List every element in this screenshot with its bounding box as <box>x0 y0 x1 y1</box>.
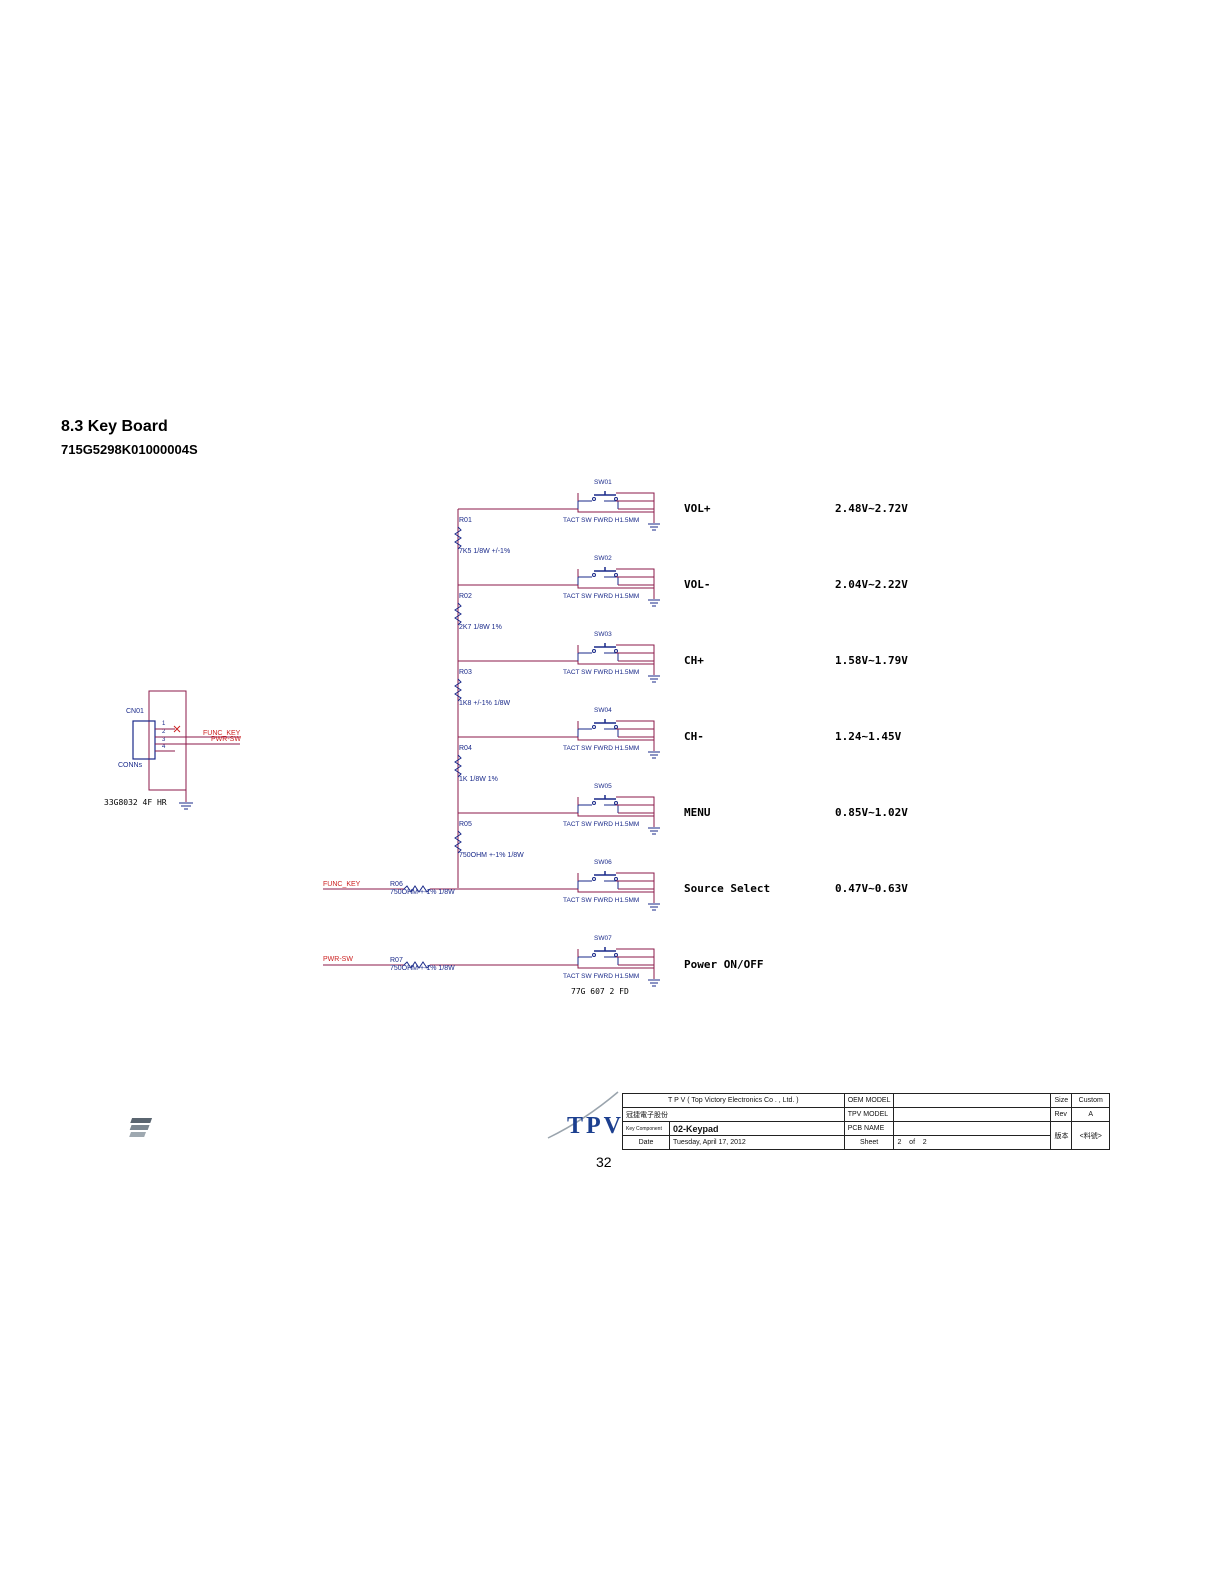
key-voltage: 0.47V~0.63V <box>835 882 908 895</box>
input-net-label-func-key: FUNC_KEY <box>323 881 361 888</box>
tb-key-component: Key Component <box>622 1121 670 1136</box>
switch-ref: SW05 <box>594 783 612 790</box>
part-number: 715G5298K01000004S <box>61 442 198 457</box>
tb-sheet-total: 2 <box>922 1139 927 1146</box>
resistor-ref: R04 <box>459 745 472 752</box>
input-res-value-r06: 750OHM +-1% 1/8W <box>390 889 455 896</box>
tb-size-label: Size <box>1050 1093 1073 1108</box>
resistor-ref: R02 <box>459 593 472 600</box>
key-voltage: 2.04V~2.22V <box>835 578 908 591</box>
key-label: VOL- <box>684 578 711 591</box>
input-net-pwr-sw: PWR-SW R07 750OHM +-1% 1/8W <box>323 956 578 972</box>
connector-ref: CN01 <box>126 708 144 715</box>
connector-cn01: CN01 CONNs 33G8032 4F HR 1 2 3 4 FUNC_KE… <box>104 690 241 810</box>
switch-ref: SW04 <box>594 707 612 714</box>
key-label: CH+ <box>684 654 704 667</box>
resistor-value: 1K 1/8W 1% <box>459 776 498 783</box>
key-voltage: 2.48V~2.72V <box>835 502 908 515</box>
resistor-value: 2K7 1/8W 1% <box>459 624 502 631</box>
key-label: VOL+ <box>684 502 711 515</box>
key-voltage: 1.58V~1.79V <box>835 654 908 667</box>
connector-net-pwr-sw: PWR-SW <box>211 736 241 743</box>
switch-type: TACT SW FWRD H1.5MM <box>563 897 639 904</box>
switch-type: TACT SW FWRD H1.5MM <box>563 517 639 524</box>
tb-pcb-name: 02-Keypad <box>669 1121 845 1136</box>
tb-pcb-name-label: PCB NAME <box>843 1121 895 1136</box>
input-net-func-key: FUNC_KEY R06 750OHM +-1% 1/8W <box>323 881 458 896</box>
connector-type: CONNs <box>118 762 143 769</box>
resistor-value: 1K8 +/-1% 1/8W <box>459 700 511 707</box>
pin-4: 4 <box>162 744 166 750</box>
input-res-value-r07: 750OHM +-1% 1/8W <box>390 965 455 972</box>
tb-size-value: Custom <box>1071 1093 1110 1108</box>
tb-date-label: Date <box>622 1135 670 1150</box>
tpv-logo: TPV <box>129 1091 624 1139</box>
tb-sheet-num: 2 <box>897 1139 902 1146</box>
key-label: Power ON/OFF <box>684 958 763 971</box>
resistor-ref: R01 <box>459 517 472 524</box>
tb-rev-value: A <box>1071 1107 1110 1122</box>
input-res-ref-r06: R06 <box>390 881 403 888</box>
resistor-value: 7K5 1/8W +/-1% <box>459 548 510 555</box>
tb-version-value: <料號> <box>1071 1121 1110 1150</box>
resistor-value: 750OHM +-1% 1/8W <box>459 852 524 859</box>
tb-rev-label: Rev <box>1050 1107 1073 1122</box>
switch-type: TACT SW FWRD H1.5MM <box>563 821 639 828</box>
tb-oem-model-label: OEM MODEL <box>843 1093 895 1108</box>
switch-ref: SW06 <box>594 859 612 866</box>
switch-type: TACT SW FWRD H1.5MM <box>563 973 639 980</box>
switch-ref: SW01 <box>594 479 612 486</box>
pin-1: 1 <box>162 721 166 727</box>
switch-ref: SW07 <box>594 935 612 942</box>
key-label: Source Select <box>684 882 770 895</box>
tb-tpv-model-value <box>893 1107 1052 1122</box>
page-number: 32 <box>596 1154 612 1170</box>
tb-sheet-label: Sheet <box>843 1135 895 1150</box>
switch-type: TACT SW FWRD H1.5MM <box>563 669 639 676</box>
tb-pcb-name-value <box>893 1121 1052 1136</box>
input-res-ref-r07: R07 <box>390 957 403 964</box>
switch-type: TACT SW FWRD H1.5MM <box>563 593 639 600</box>
key-voltage: 1.24~1.45V <box>835 730 902 743</box>
switch-part-number: 77G 607 2 FD <box>571 987 629 996</box>
logo-text: TPV <box>567 1113 624 1139</box>
switch-type: TACT SW FWRD H1.5MM <box>563 745 639 752</box>
section-title: 8.3 Key Board <box>61 418 168 435</box>
title-block: T P V ( Top Victory Electronics Co . , L… <box>622 1093 1110 1150</box>
key-voltage: 0.85V~1.02V <box>835 806 908 819</box>
tb-sheet: 2 of 2 <box>893 1135 1052 1150</box>
tb-date: Tuesday, April 17, 2012 <box>669 1135 845 1150</box>
key-label: MENU <box>684 806 711 819</box>
key-label: CH- <box>684 730 704 743</box>
connector-part: 33G8032 4F HR <box>104 798 167 807</box>
tb-tpv-model-label: TPV MODEL <box>843 1107 895 1122</box>
tb-chinese-name: 冠捷電子股份 <box>622 1107 845 1122</box>
tb-oem-model-value <box>893 1093 1052 1108</box>
connector-net-func-key: FUNC_KEY <box>203 730 241 737</box>
pin-2: 2 <box>162 729 166 735</box>
switch-ref: SW02 <box>594 555 612 562</box>
tb-sheet-of: of <box>909 1139 916 1146</box>
input-net-label-pwr-sw: PWR-SW <box>323 956 353 963</box>
tb-version-label: 版本 <box>1050 1121 1073 1150</box>
resistor-ref: R05 <box>459 821 472 828</box>
switch-ref: SW03 <box>594 631 612 638</box>
pin-3: 3 <box>162 737 166 743</box>
tb-company: T P V ( Top Victory Electronics Co . , L… <box>622 1093 845 1108</box>
resistor-ref: R03 <box>459 669 472 676</box>
